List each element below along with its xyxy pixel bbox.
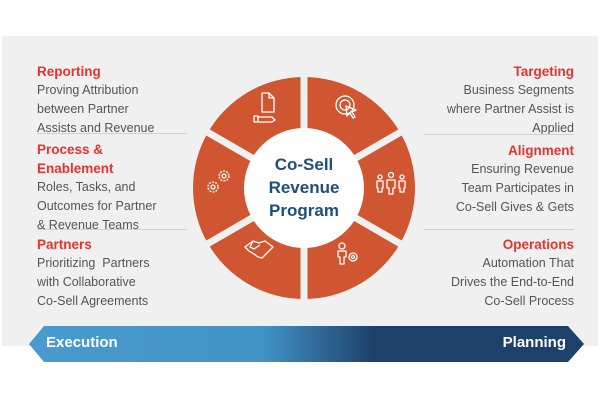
- process-line: & Revenue Teams: [37, 218, 139, 232]
- person-gear-icon: [337, 242, 358, 265]
- process-title: Enablement: [37, 161, 114, 176]
- operations-line: Automation That: [482, 256, 575, 270]
- segment-reporting: [207, 77, 304, 159]
- alignment-block: Alignment Ensuring Revenue Team Particip…: [414, 141, 574, 217]
- divider: [424, 134, 574, 135]
- segment-alignment: [354, 132, 415, 244]
- partners-line: Prioritizing Partners: [37, 256, 150, 270]
- alignment-line: Team Participates in: [461, 181, 574, 195]
- targeting-block: Targeting Business Segments where Partne…: [414, 62, 574, 138]
- gears-icon: [207, 170, 230, 193]
- center-title: Revenue: [269, 178, 340, 197]
- process-title: Process &: [37, 142, 104, 157]
- document-hand-icon: [253, 92, 276, 123]
- execution-label: Execution: [46, 334, 118, 351]
- operations-line: Co-Sell Process: [484, 294, 574, 308]
- alignment-line: Co-Sell Gives & Gets: [455, 200, 574, 214]
- alignment-title: Alignment: [508, 143, 574, 158]
- operations-line: Drives the End-to-End: [451, 275, 574, 289]
- operations-title: Operations: [502, 237, 574, 252]
- process-block: Process & Enablement Roles, Tasks, and O…: [37, 140, 197, 235]
- process-line: Roles, Tasks, and: [37, 180, 136, 194]
- segment-targeting: [304, 77, 401, 159]
- center-title: Co-Sell: [275, 155, 334, 174]
- targeting-line: Business Segments: [463, 83, 574, 97]
- team-icon: [376, 171, 406, 195]
- partners-line: Co-Sell Agreements: [37, 294, 149, 308]
- handshake-icon: [244, 240, 274, 259]
- segment-partners: [207, 217, 304, 299]
- center-circle: [244, 128, 364, 248]
- planning-label: Planning: [502, 334, 566, 351]
- segment-process: [193, 132, 254, 244]
- reporting-line: between Partner: [37, 102, 129, 116]
- targeting-title: Targeting: [513, 64, 575, 79]
- partners-block: Partners Prioritizing Partners with Coll…: [37, 235, 197, 311]
- targeting-line: Applied: [532, 121, 574, 135]
- partners-title: Partners: [37, 237, 92, 252]
- operations-block: Operations Automation That Drives the En…: [414, 235, 574, 311]
- partners-line: with Collaborative: [37, 275, 136, 289]
- reporting-line: Proving Attribution: [37, 83, 139, 97]
- divider: [424, 229, 574, 230]
- target-cursor-icon: [335, 95, 357, 119]
- divider: [37, 133, 187, 134]
- targeting-line: where Partner Assist is: [446, 102, 574, 116]
- reporting-line: Assists and Revenue: [37, 121, 155, 135]
- process-line: Outcomes for Partner: [37, 199, 157, 213]
- reporting-title: Reporting: [37, 64, 101, 79]
- reporting-block: Reporting Proving Attribution between Pa…: [37, 62, 197, 138]
- alignment-line: Ensuring Revenue: [471, 162, 574, 176]
- divider: [37, 229, 187, 230]
- center-title: Program: [269, 201, 339, 220]
